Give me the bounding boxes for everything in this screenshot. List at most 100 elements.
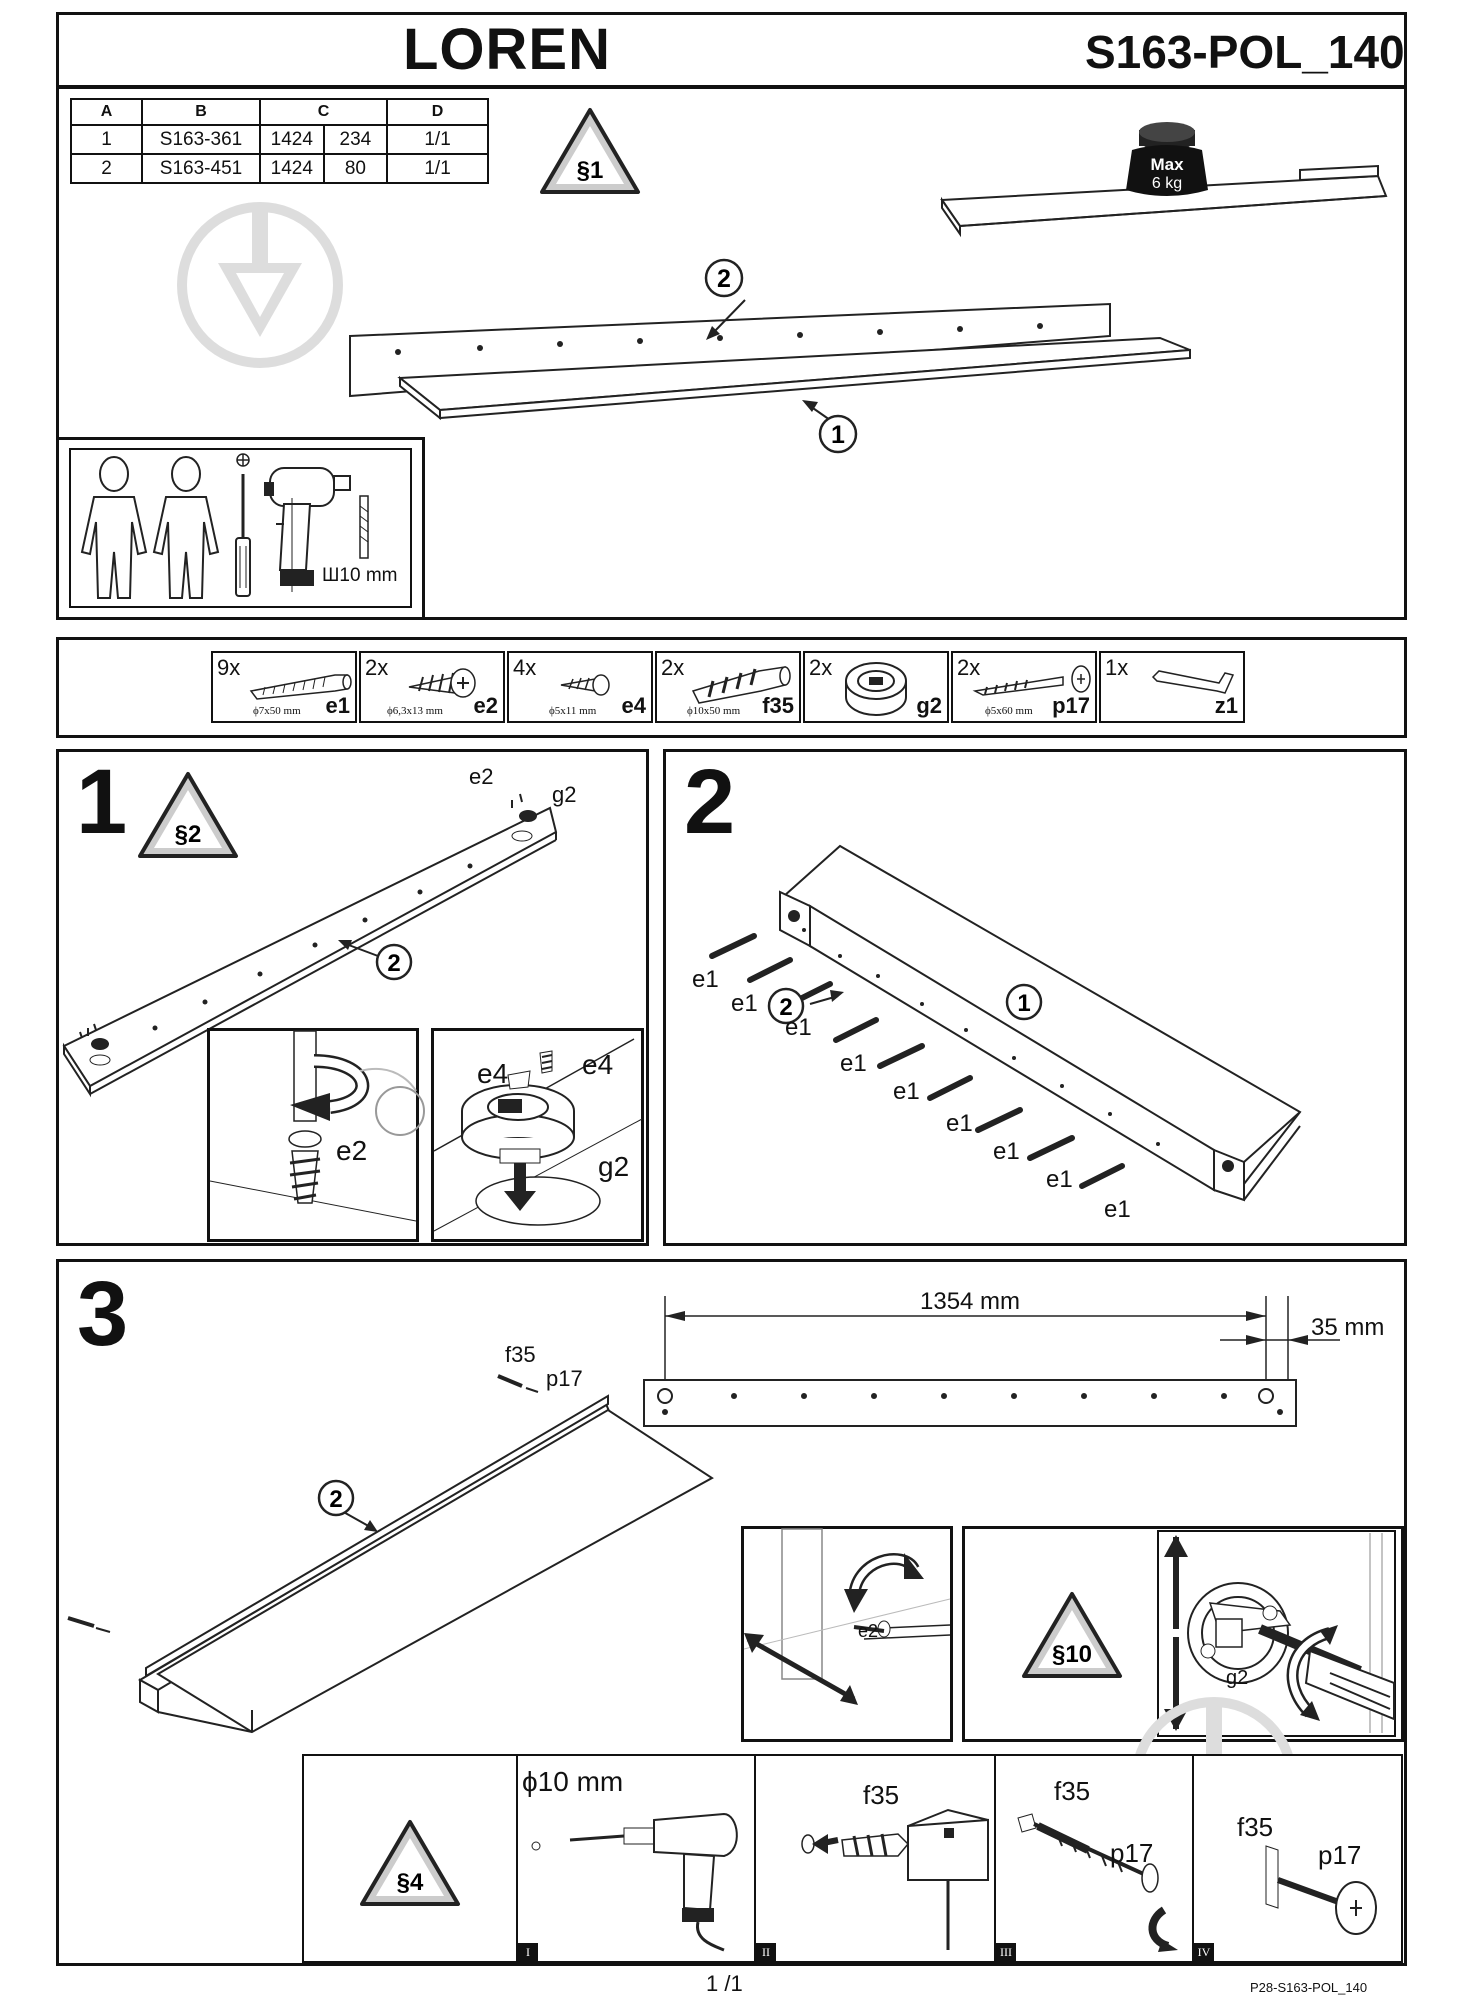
- plug-insertion-drawing: [801, 1808, 989, 1950]
- hardware-size: ϕ5x60 mm: [985, 705, 1033, 717]
- callout-number: 1: [831, 421, 845, 449]
- small-screw-icon: [560, 674, 610, 696]
- cell: 1424: [258, 153, 325, 184]
- label-p17-sub: p17: [1110, 1838, 1154, 1868]
- step-number: 3: [77, 1263, 129, 1365]
- warning-triangle-icon: §4: [360, 1820, 460, 1906]
- wall-mounting-drawing: 2: [67, 1374, 714, 1734]
- shelf-assembly-drawing: 2 1: [709, 844, 1302, 1202]
- label-e4-left: e4: [477, 1058, 509, 1089]
- dimension-main: 1354 mm: [920, 1288, 1021, 1315]
- callout-number: 2: [779, 994, 792, 1021]
- substep-3: [994, 1754, 1194, 1963]
- label-e2: e2: [469, 764, 494, 789]
- max-label: Max: [1150, 155, 1184, 174]
- hardware-item-z1: 1x z1: [1099, 651, 1245, 723]
- warning-label: §2: [175, 821, 202, 848]
- label-e1: e1: [893, 1078, 920, 1105]
- hardware-qty: 2x: [661, 655, 685, 680]
- camlock-insertion-drawing: [433, 1038, 643, 1232]
- label-f35-sub: f35: [1237, 1812, 1274, 1842]
- callout-number: 2: [387, 950, 400, 977]
- label-e2-wall: e2: [858, 1621, 879, 1641]
- hardware-code: e2: [473, 693, 498, 718]
- long-screw-icon: [972, 665, 1091, 696]
- label-g2: g2: [552, 782, 577, 807]
- cam-lock-icon: [845, 662, 907, 716]
- step-number: 1: [76, 751, 128, 853]
- screw-insertion-drawing: [209, 1030, 425, 1222]
- label-e1: e1: [946, 1110, 973, 1137]
- cell: 1: [69, 124, 144, 155]
- hardware-size: ϕ10x50 mm: [687, 705, 741, 717]
- parts-table: A B C D 1 S163-361 1424 234 1/1 2 S163-4…: [69, 98, 489, 184]
- warning-triangle-icon: §1: [540, 108, 640, 194]
- side-panel-drawing: 2: [62, 793, 558, 1098]
- max-weight: 6 kg: [1152, 175, 1182, 192]
- document-title: LOREN: [403, 17, 611, 82]
- hardware-item-f35: 2x ϕ10x50 mm f35: [655, 651, 801, 723]
- substep-roman: III: [996, 1943, 1016, 1961]
- drilling-drawing: [531, 1812, 738, 1952]
- wall-plug-icon: [691, 666, 791, 704]
- label-f35-sub: f35: [863, 1780, 900, 1810]
- screw-set-drawing: [1265, 1845, 1377, 1935]
- cell: 80: [322, 153, 389, 184]
- drill-bit-size: Ш10 mm: [322, 565, 398, 586]
- hardware-code: p17: [1052, 693, 1090, 718]
- max-load-icon: Max 6 kg: [940, 122, 1388, 238]
- hardware-item-e2: 2x ϕ6,3x13 mm e2: [359, 651, 505, 723]
- hardware-qty: 1x: [1105, 655, 1129, 680]
- screw-icon: [408, 668, 476, 698]
- hardware-qty: 2x: [809, 655, 833, 680]
- label-p17: p17: [546, 1366, 583, 1391]
- drilling-template-drawing: [643, 1296, 1340, 1427]
- callout-number: 2: [717, 265, 731, 293]
- e2-adjust-drawing: [743, 1528, 951, 1705]
- warning-triangle-icon: §10: [1022, 1592, 1122, 1678]
- shelf-overview-drawing: 2 1: [349, 258, 1191, 454]
- hardware-item-g2: 2x g2: [803, 651, 949, 723]
- callout-number: 2: [329, 1486, 342, 1513]
- label-e1: e1: [1046, 1166, 1073, 1193]
- screw-driving-drawing: [1017, 1813, 1178, 1952]
- hardware-item-e1: 9x ϕ7x50 mm e1: [211, 651, 357, 723]
- warning-triangle-icon: §2: [138, 772, 238, 858]
- label-e1: e1: [692, 966, 719, 993]
- label-g2-detail: g2: [598, 1151, 630, 1182]
- allen-key-icon: [1151, 670, 1235, 694]
- hardware-item-e4: 4x ϕ5x11 mm e4: [507, 651, 653, 723]
- hardware-code: f35: [762, 693, 794, 718]
- cell: S163-361: [141, 124, 261, 155]
- hardware-item-p17: 2x ϕ5x60 mm p17: [951, 651, 1097, 723]
- label-e1: e1: [993, 1138, 1020, 1165]
- label-e1: e1: [731, 990, 758, 1017]
- step3-detail-e2: [741, 1526, 953, 1742]
- cell: 234: [322, 124, 389, 155]
- label-p17-sub: p17: [1318, 1840, 1362, 1870]
- hardware-qty: 2x: [957, 655, 981, 680]
- step-number: 2: [684, 751, 736, 853]
- hardware-qty: 4x: [513, 655, 537, 680]
- label-e4-right: e4: [582, 1049, 614, 1080]
- parts-table-header: A B C D: [69, 98, 489, 126]
- cell: 1/1: [386, 124, 489, 155]
- callout-number: 1: [1017, 990, 1030, 1017]
- cell: S163-451: [141, 153, 261, 184]
- page-number: 1 /1: [706, 1971, 743, 1996]
- label-g2-wall: g2: [1226, 1667, 1249, 1689]
- label-f35-sub: f35: [1054, 1776, 1091, 1806]
- hardware-size: ϕ7x50 mm: [253, 705, 301, 717]
- substep-roman: IV: [1194, 1943, 1214, 1961]
- g2-adjust-drawing: [1164, 1533, 1395, 1733]
- col-d: D: [386, 98, 489, 126]
- cell: 2: [69, 153, 144, 184]
- dimension-edge: 35 mm: [1311, 1314, 1385, 1341]
- label-e1: e1: [785, 1014, 812, 1041]
- warning-label: §4: [397, 1869, 424, 1896]
- drill-bit-icon: [359, 495, 369, 559]
- label-e2-detail: e2: [336, 1135, 368, 1166]
- document-ref: P28-S163-POL_140: [1250, 1980, 1368, 1995]
- hardware-qty: 2x: [365, 655, 389, 680]
- cell: 1/1: [386, 153, 489, 184]
